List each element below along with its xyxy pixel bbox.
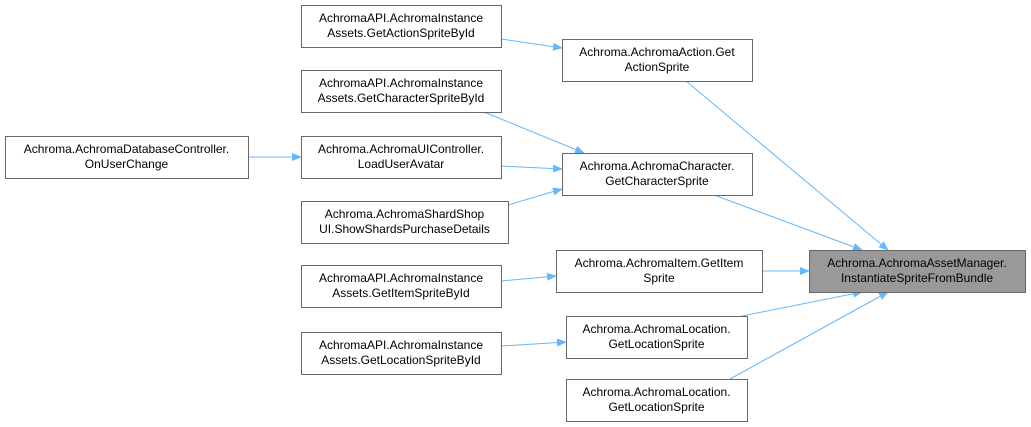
node-box[interactable] (301, 5, 502, 48)
node-label-line: Achroma.AchromaLocation. (582, 322, 730, 336)
node-label-line: InstantiateSpriteFromBundle (841, 271, 993, 285)
edge-loc_get1-to-root (741, 289, 863, 317)
node-label-line: AchromaAPI.AchromaInstance (319, 338, 483, 352)
edge-api_loc-to-loc_get1 (500, 338, 567, 347)
node-shard-shop[interactable]: Achroma.AchromaShardShopUI.ShowShardsPur… (301, 201, 509, 244)
node-label-line: Assets.GetCharacterSpriteById (318, 91, 485, 105)
node-label-line: Achroma.AchromaAssetManager. (827, 256, 1006, 270)
node-box[interactable] (301, 265, 502, 308)
node-action-get[interactable]: Achroma.AchromaAction.GetActionSprite (562, 39, 753, 82)
node-box[interactable] (301, 332, 502, 375)
node-label-line: GetLocationSprite (608, 400, 704, 414)
node-label-line: AchromaAPI.AchromaInstance (319, 76, 483, 90)
node-api-loc[interactable]: AchromaAPI.AchromaInstanceAssets.GetLoca… (301, 332, 502, 375)
node-label-line: Achroma.AchromaDatabaseController. (24, 142, 229, 156)
node-label-line: Achroma.AchromaLocation. (582, 385, 730, 399)
node-label-line: Achroma.AchromaAction.Get (579, 45, 735, 59)
nodes-layer: Achroma.AchromaAssetManager.InstantiateS… (5, 5, 1026, 422)
node-label-line: Achroma.AchromaUIController. (318, 142, 484, 156)
edge-action_get-to-root (685, 80, 889, 251)
node-box[interactable] (566, 379, 748, 422)
node-box[interactable] (566, 316, 748, 359)
edge-shard_shop-to-char_get (507, 187, 563, 206)
edge-api_item-to-item_get (500, 272, 557, 282)
edge-api_char-to-char_get (483, 111, 585, 154)
node-label-line: Assets.GetLocationSpriteById (321, 353, 480, 367)
edge-ui_load-to-char_get (500, 164, 563, 173)
node-label-line: AchromaAPI.AchromaInstance (319, 271, 483, 285)
edge-char_get-to-root (713, 194, 863, 251)
node-label-line: GetCharacterSprite (605, 174, 709, 188)
node-api-item[interactable]: AchromaAPI.AchromaInstanceAssets.GetItem… (301, 265, 502, 308)
node-label-line: Achroma.AchromaShardShop (325, 207, 485, 221)
node-box[interactable] (301, 136, 502, 179)
node-char-get[interactable]: Achroma.AchromaCharacter.GetCharacterSpr… (562, 153, 753, 196)
node-label-line: AchromaAPI.AchromaInstance (319, 11, 483, 25)
node-db-user[interactable]: Achroma.AchromaDatabaseController.OnUser… (5, 136, 249, 179)
node-ui-load[interactable]: Achroma.AchromaUIController.LoadUserAvat… (301, 136, 502, 179)
node-label-line: OnUserChange (85, 157, 169, 171)
node-label-line: Assets.GetActionSpriteById (327, 26, 474, 40)
node-box[interactable] (5, 136, 249, 179)
edge-loc_get2-to-root (729, 291, 889, 380)
node-label-line: GetLocationSprite (608, 337, 704, 351)
node-box[interactable] (562, 153, 753, 196)
edge-api_action-to-action_get (500, 38, 563, 51)
node-api-char[interactable]: AchromaAPI.AchromaInstanceAssets.GetChar… (301, 70, 502, 113)
node-label-line: Achroma.AchromaCharacter. (580, 159, 735, 173)
node-label-line: Achroma.AchromaItem.GetItem (575, 256, 744, 270)
node-box[interactable] (556, 250, 763, 293)
node-box[interactable] (301, 70, 502, 113)
node-box[interactable] (562, 39, 753, 82)
node-loc-get2[interactable]: Achroma.AchromaLocation.GetLocationSprit… (566, 379, 748, 422)
node-item-get[interactable]: Achroma.AchromaItem.GetItemSprite (556, 250, 763, 293)
node-label-line: Sprite (643, 271, 675, 285)
edges-layer (248, 38, 889, 380)
node-api-action[interactable]: AchromaAPI.AchromaInstanceAssets.GetActi… (301, 5, 502, 48)
node-box[interactable] (809, 250, 1026, 293)
node-label-line: LoadUserAvatar (358, 157, 445, 171)
node-label-line: ActionSprite (625, 60, 690, 74)
node-root[interactable]: Achroma.AchromaAssetManager.InstantiateS… (809, 250, 1026, 293)
node-box[interactable] (301, 201, 509, 244)
node-label-line: UI.ShowShardsPurchaseDetails (319, 222, 490, 236)
node-label-line: Assets.GetItemSpriteById (332, 286, 469, 300)
node-loc-get1[interactable]: Achroma.AchromaLocation.GetLocationSprit… (566, 316, 748, 359)
